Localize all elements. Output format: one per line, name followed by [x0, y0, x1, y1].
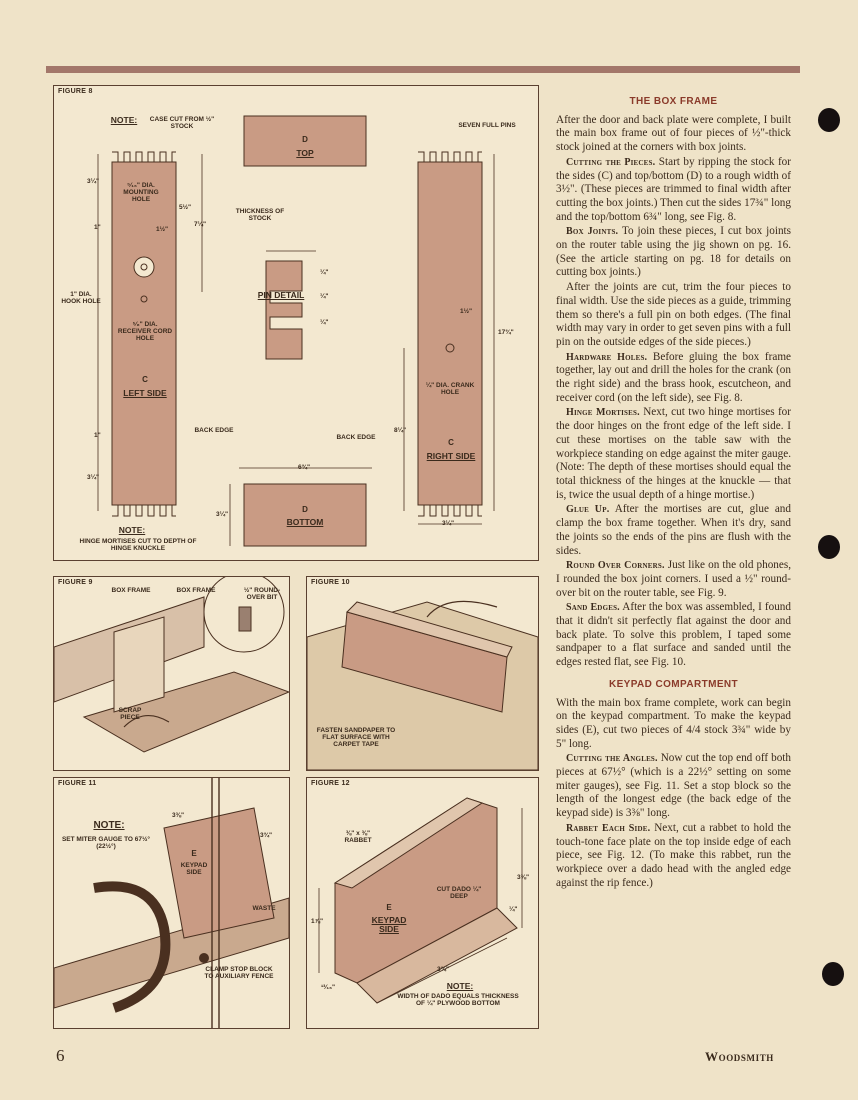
- dim-label: 1": [94, 432, 101, 439]
- hook-hole-label: 1" DIA. HOOK HOLE: [61, 291, 101, 306]
- figure-11: FIGURE 11 NOTE: SET MITER GAUGE TO 67½° …: [53, 777, 290, 1029]
- binder-hole: [818, 535, 840, 559]
- note-body: CASE CUT FROM ½" STOCK: [149, 116, 215, 131]
- dim-label: 5½": [179, 204, 192, 211]
- note-head: NOTE:: [93, 820, 125, 831]
- figure-12: FIGURE 12 ⅜" x ⅜" RABBET CUT DADO ¼" DEE…: [306, 777, 539, 1029]
- paragraph: Cutting the Angles. Now cut the top end …: [556, 752, 791, 820]
- figure-label: FIGURE 11: [58, 780, 97, 787]
- figure-label: FIGURE 9: [58, 579, 93, 586]
- keypad-side-label: KEYPAD SIDE: [180, 862, 208, 877]
- part-letter: E: [386, 903, 392, 912]
- part-name-left: LEFT SIDE: [123, 388, 167, 398]
- paragraph: Sand Edges. After the box was assembled,…: [556, 601, 791, 669]
- clamp-label: CLAMP STOP BLOCK TO AUXILIARY FENCE: [204, 966, 274, 981]
- figure-8-drawing: [97, 115, 495, 547]
- binder-hole: [818, 108, 840, 132]
- dim-label: 1⅞": [311, 918, 324, 925]
- magazine-brand: Woodsmith: [705, 1049, 774, 1064]
- part-letter: C: [448, 438, 454, 447]
- rabbet-label: ⅜" x ⅜" RABBET: [344, 830, 372, 845]
- dim-label: 3¼": [87, 178, 100, 185]
- dim-label: 3¼": [216, 511, 229, 518]
- paragraph: Round Over Corners. Just like on the old…: [556, 559, 792, 599]
- part-name-top: TOP: [296, 148, 314, 158]
- dim-label: ¼": [509, 906, 518, 913]
- dim-label: 3⅜": [517, 874, 530, 881]
- paragraph: Rabbet Each Side. Next, cut a rabbet to …: [556, 821, 791, 889]
- part-letter: C: [142, 375, 148, 384]
- note-body: SET MITER GAUGE TO 67½° (22½°): [61, 836, 151, 851]
- note-head: NOTE:: [110, 115, 138, 125]
- dim-label: 1½": [156, 226, 169, 233]
- paragraph: Glue Up. After the mortises are cut, glu…: [556, 503, 791, 557]
- waste-label: WASTE: [252, 905, 276, 912]
- scrap-piece-label: SCRAP PIECE: [118, 707, 142, 722]
- dim-label: 17¾": [498, 329, 514, 336]
- back-edge-label: BACK EDGE: [194, 427, 234, 434]
- dim-label: 1½": [460, 308, 473, 315]
- roundover-bit-label: ½" ROUND- OVER BIT: [243, 587, 281, 602]
- keypad-side-label: KEYPAD SIDE: [371, 915, 407, 935]
- figure-label: FIGURE 10: [311, 579, 350, 586]
- part-name-right: RIGHT SIDE: [426, 451, 476, 461]
- fasten-sandpaper-label: FASTEN SANDPAPER TO FLAT SURFACE WITH CA…: [316, 727, 396, 749]
- figure-9: FIGURE 9 BOX FRAME BOX FRAME ½" ROUND- O…: [53, 576, 290, 771]
- section-heading: THE BOX FRAME: [629, 96, 718, 107]
- back-edge-label: BACK EDGE: [336, 434, 376, 441]
- header-rule: [46, 66, 800, 73]
- section-heading: KEYPAD COMPARTMENT: [608, 678, 739, 690]
- box-frame-label: BOX FRAME: [111, 587, 151, 594]
- paragraph: Hinge Mortises. Next, cut two hinge mort…: [556, 406, 791, 501]
- paragraph: Cutting the Pieces. Start by ripping the…: [556, 155, 791, 223]
- part-letter: E: [191, 849, 197, 858]
- dim-label: 3¾": [260, 832, 273, 839]
- seven-full-pins-label: SEVEN FULL PINS: [458, 122, 516, 129]
- pin-detail-label: PIN DETAIL: [257, 290, 305, 300]
- paragraph: Hardware Holes. Before gluing the box fr…: [556, 350, 792, 404]
- figure-10: FIGURE 10 FASTEN SANDPAPER TO FLAT SURFA…: [306, 576, 539, 771]
- page-number: 6: [56, 1046, 65, 1065]
- paragraph: After the door and back plate were compl…: [556, 113, 791, 154]
- receiver-hole-label: ⁵⁄₈" DIA. RECEIVER CORD HOLE: [117, 321, 173, 343]
- dim-label: ¼": [320, 293, 329, 300]
- dim-label: 3¼": [87, 474, 100, 481]
- dim-label: 8¼": [394, 427, 407, 434]
- note-body: HINGE MORTISES CUT TO DEPTH OF HINGE KNU…: [79, 538, 197, 553]
- binder-hole: [822, 962, 844, 986]
- dim-label: 7¼": [194, 221, 207, 228]
- crank-hole-label: ¼" DIA. CRANK HOLE: [425, 382, 475, 397]
- mounting-hole-label: ⁵⁄₁₆" DIA. MOUNTING HOLE: [123, 182, 159, 204]
- dim-label: 6¾": [298, 464, 311, 471]
- dim-label: 3¼": [442, 520, 455, 527]
- dim-label: ¼": [320, 319, 329, 326]
- part-letter: D: [302, 135, 308, 144]
- article-column: THE BOX FRAME After the door and back pl…: [556, 92, 791, 891]
- dim-label: ¼": [320, 269, 329, 276]
- cut-dado-label: CUT DADO ¼" DEEP: [436, 886, 482, 901]
- note-body: WIDTH OF DADO EQUALS THICKNESS OF ¼" PLY…: [397, 993, 519, 1008]
- dim-label: 3⅜": [172, 812, 185, 819]
- figure-label: FIGURE 12: [311, 780, 350, 787]
- paragraph: Box Joints. To join these pieces, I cut …: [556, 225, 791, 279]
- dim-label: 1": [94, 224, 101, 231]
- figure-8: FIGURE 8 NOTE: CASE CUT FROM ½" STOCK D …: [53, 85, 539, 561]
- figure-label: FIGURE 8: [58, 88, 93, 95]
- part-letter: D: [302, 505, 308, 514]
- paragraph: After the joints are cut, trim the four …: [556, 281, 791, 348]
- box-frame-label: BOX FRAME: [176, 587, 216, 594]
- thickness-label: THICKNESS OF STOCK: [235, 208, 285, 223]
- dim-label: 3¾": [437, 966, 450, 973]
- part-name-bottom: BOTTOM: [286, 517, 324, 527]
- paragraph: With the main box frame complete, work c…: [556, 696, 791, 750]
- dim-label: ¹³⁄₁₆": [321, 984, 336, 991]
- note-head: NOTE:: [446, 981, 474, 991]
- note-head: NOTE:: [118, 525, 146, 535]
